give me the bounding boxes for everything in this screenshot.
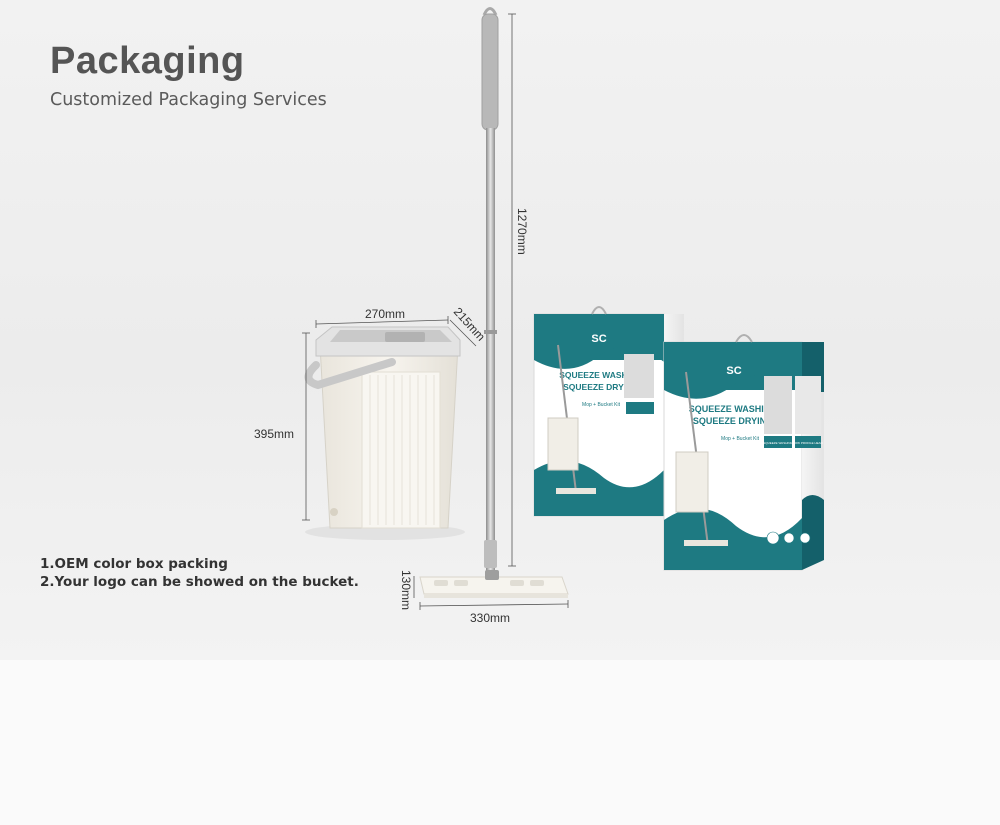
page-title: Packaging [50,40,245,82]
dim-bucket-height: 395mm [254,427,294,441]
box-headline-2: SQUEEZE DRYING [563,382,639,392]
box-side-label-2: LOW PROFILE HEAD [793,441,824,445]
box-front-brand-logo: SC [726,365,741,377]
page-subtitle: Customized Packaging Services [50,90,327,110]
dimension-lines [302,13,569,610]
box-tagline: Mop + Bucket Kit [582,402,621,408]
bucket [304,326,465,540]
box-front-headline-1: SQUEEZE WASHING [689,404,778,414]
box-brand-logo: SC [591,333,606,345]
note-item: 1.OEM color box packing [40,556,228,572]
dim-mop-head-width: 330mm [470,611,510,625]
packaging-notes: 1.OEM color box packing 2.Your logo can … [40,555,359,591]
dim-handle-length: 1270mm [515,208,529,255]
box-front-headline-2: SQUEEZE DRYING [693,416,773,426]
box-front-tagline: Mop + Bucket Kit [721,436,760,442]
box-headline-1: SQUEEZE WASHING [559,370,643,380]
package-box-front: SC SQUEEZE WASHING SQUEEZE DRYING Mop + … [663,334,824,571]
note-item: 2.Your logo can be showed on the bucket. [40,574,359,590]
dim-mop-head-depth: 130mm [399,570,413,610]
product-stage [0,0,1000,660]
mop [419,7,569,598]
dim-bucket-width: 270mm [365,307,405,321]
box-side-label-1: SQUEEZE WASHING [763,441,793,445]
package-box-back: SC SQUEEZE WASHING SQUEEZE DRYING Mop + … [533,306,684,517]
